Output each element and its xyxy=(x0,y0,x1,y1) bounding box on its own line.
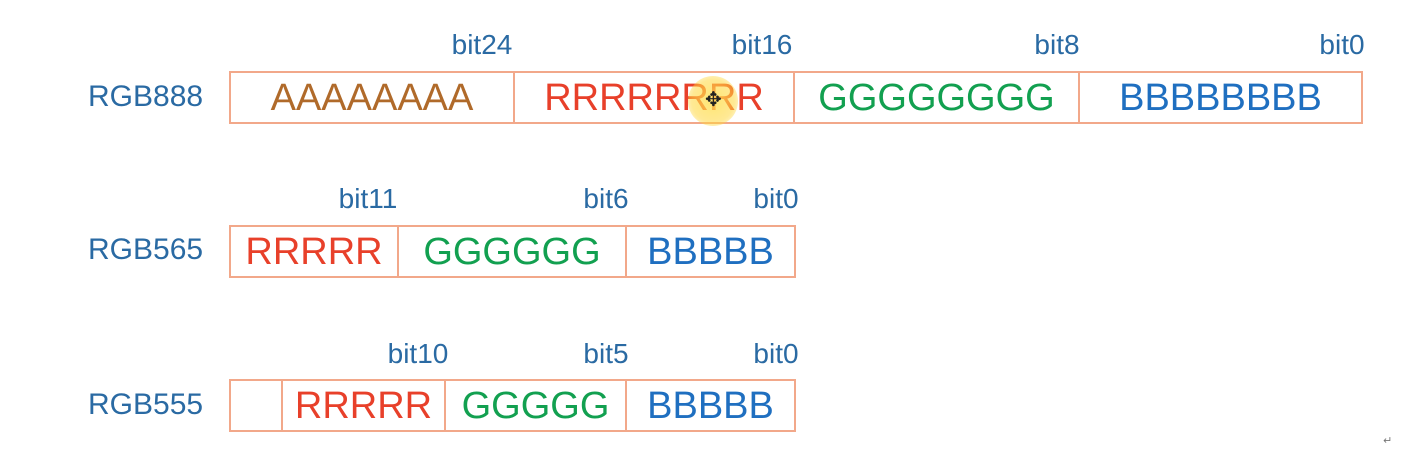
field-green-text: GGGGGGGG xyxy=(818,76,1055,119)
field-red-text: RRRRR xyxy=(294,384,433,427)
bit-label-0: bit0 xyxy=(753,183,799,214)
field-alpha: AAAAAAAA xyxy=(229,71,515,124)
field-red-text: RRRRRRRR xyxy=(544,76,764,119)
field-green: GGGGG xyxy=(444,379,627,432)
field-alpha-text: AAAAAAAA xyxy=(270,76,474,119)
bit-label-10: bit10 xyxy=(387,338,449,369)
bit-label-11: bit11 xyxy=(338,183,398,214)
format-label-rgb565: RGB565 xyxy=(88,233,204,266)
bit-label-8: bit8 xyxy=(1034,29,1080,60)
field-green: GGGGGG xyxy=(397,225,627,278)
paragraph-return-icon: ↵ xyxy=(1383,435,1393,447)
field-blue-text: BBBBB xyxy=(647,384,774,427)
field-green-text: GGGGG xyxy=(461,384,610,427)
bit-label-0: bit0 xyxy=(1319,29,1365,60)
field-green: GGGGGGGG xyxy=(793,71,1080,124)
bit-label-24: bit24 xyxy=(451,29,513,60)
field-blue: BBBBB xyxy=(625,225,796,278)
field-unused xyxy=(229,379,283,432)
field-red: RRRRR xyxy=(281,379,446,432)
field-blue-text: BBBBBBBB xyxy=(1119,76,1322,119)
bit-label-0: bit0 xyxy=(753,338,799,369)
move-cursor-icon: ✥ xyxy=(705,89,722,111)
field-green-text: GGGGGG xyxy=(423,230,601,273)
field-red-text: RRRRR xyxy=(245,230,383,273)
field-blue-text: BBBBB xyxy=(647,230,774,273)
field-blue: BBBBBBBB xyxy=(1078,71,1363,124)
field-red: RRRRRRRR xyxy=(513,71,795,124)
bit-label-16: bit16 xyxy=(731,29,793,60)
bit-label-6: bit6 xyxy=(583,183,629,214)
format-label-rgb555: RGB555 xyxy=(88,388,204,421)
field-red: RRRRR xyxy=(229,225,399,278)
format-label-rgb888: RGB888 xyxy=(88,80,204,113)
bit-label-5: bit5 xyxy=(583,338,629,369)
field-blue: BBBBB xyxy=(625,379,796,432)
